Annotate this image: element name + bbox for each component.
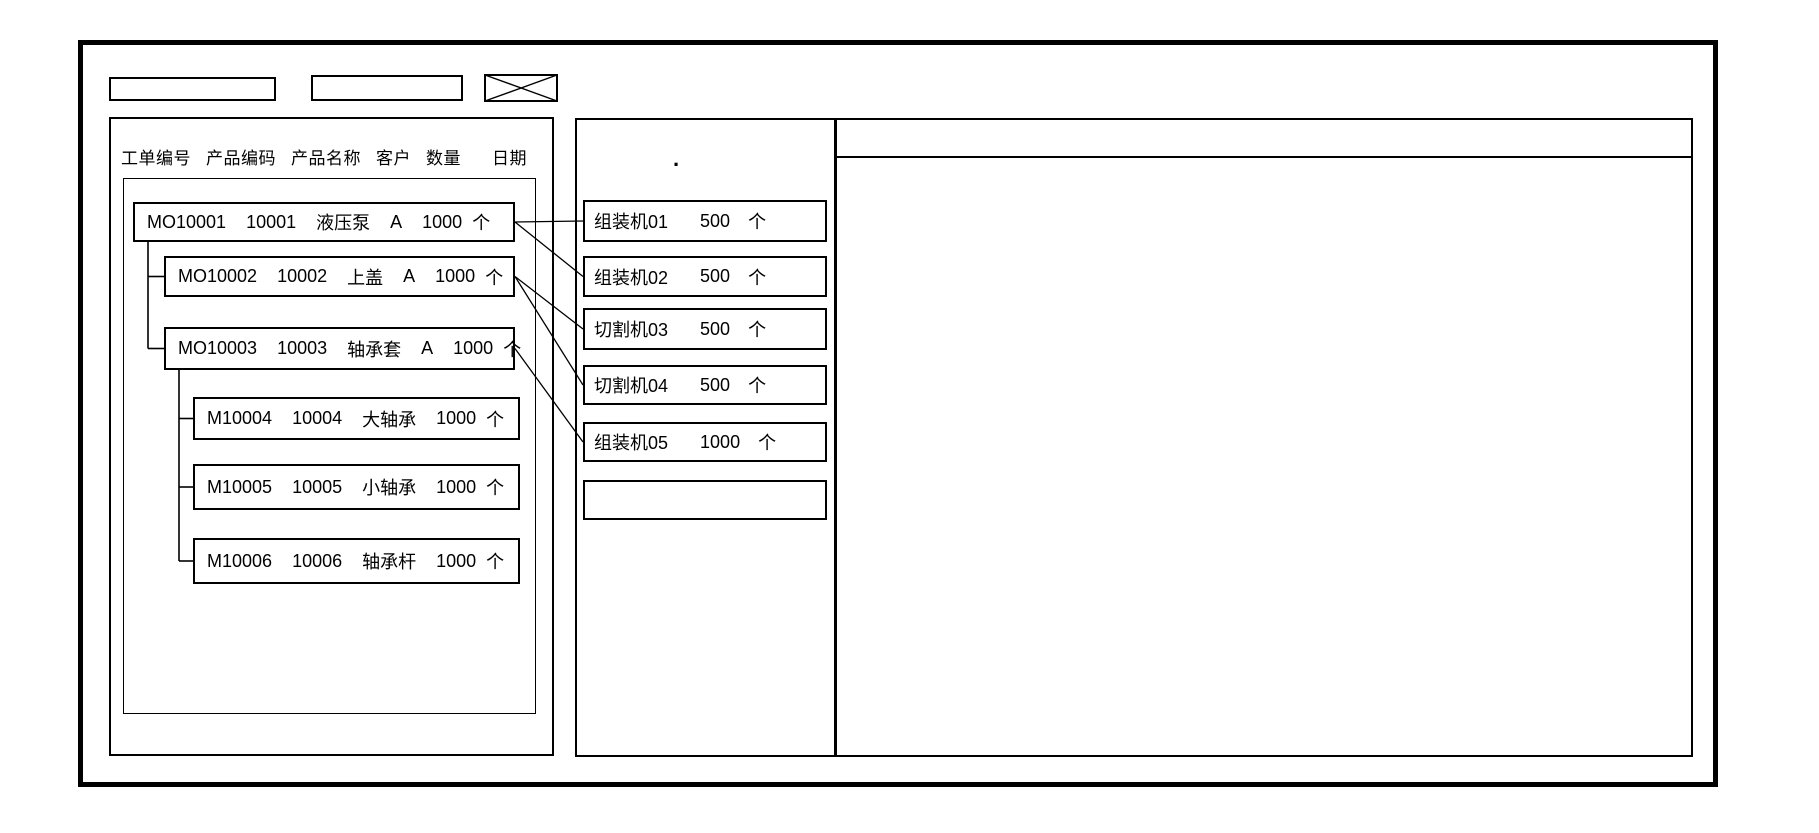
machine-item-empty[interactable]	[583, 480, 827, 520]
order-row[interactable]: M10004 10004 大轴承 1000 个	[193, 397, 520, 440]
order-no: M10004	[207, 408, 273, 428]
order-no: M10005	[207, 476, 273, 497]
column-header-product-code: 产品编码	[206, 149, 276, 168]
unit: 个	[485, 267, 504, 288]
product-name: 大轴承	[362, 409, 417, 430]
column-headers: 工单编号产品编码产品名称客户数量 日期	[121, 144, 542, 169]
machine-unit: 个	[748, 212, 767, 232]
machine-item[interactable]: 切割机03 500 个	[583, 308, 827, 350]
toolbar-input-2[interactable]	[311, 75, 463, 101]
unit: 个	[486, 409, 505, 430]
detail-panel	[835, 118, 1693, 757]
product-code: 10005	[292, 476, 343, 497]
product-name: 小轴承	[362, 478, 417, 498]
machine-item[interactable]: 切割机04 500 个	[583, 365, 827, 405]
product-code: 10002	[277, 266, 328, 286]
product-code: 10003	[277, 338, 328, 358]
product-code: 10006	[292, 550, 343, 571]
machine-unit: 个	[758, 433, 777, 453]
unit: 个	[486, 478, 505, 498]
product-code: 10001	[246, 211, 297, 232]
machine-item[interactable]: 组装机05 1000 个	[583, 422, 827, 462]
machine-qty: 500	[700, 374, 731, 395]
machine-name: 组装机05	[594, 433, 669, 453]
order-row[interactable]: MO10001 10001 液压泵 A 1000 个	[133, 202, 515, 242]
machine-name: 切割机04	[594, 376, 669, 396]
unit: 个	[486, 552, 505, 572]
machine-item[interactable]: 组装机01 500 个	[583, 200, 827, 242]
qty: 1000	[436, 476, 477, 497]
qty: 1000	[422, 211, 463, 232]
product-code: 10004	[292, 408, 343, 428]
order-no: MO10001	[147, 211, 227, 232]
customer: A	[421, 338, 434, 358]
order-row[interactable]: M10006 10006 轴承杆 1000 个	[193, 538, 520, 584]
unit: 个	[503, 339, 522, 360]
product-name: 轴承套	[347, 339, 402, 360]
stray-dot-mark: .	[673, 146, 680, 171]
machine-name: 组装机02	[594, 267, 669, 288]
column-header-customer: 客户	[376, 149, 411, 168]
order-row[interactable]: MO10003 10003 轴承套 A 1000 个	[164, 327, 521, 370]
unit: 个	[472, 213, 491, 233]
column-header-qty: 数量	[426, 149, 461, 168]
order-no: MO10003	[178, 338, 258, 358]
customer: A	[390, 211, 403, 232]
order-no: MO10002	[178, 266, 258, 286]
product-name: 液压泵	[316, 213, 371, 233]
order-row[interactable]: M10005 10005 小轴承 1000 个	[193, 464, 520, 510]
machine-unit: 个	[748, 376, 767, 396]
machine-name: 组装机01	[594, 212, 669, 232]
machine-item[interactable]: 组装机02 500 个	[583, 256, 827, 297]
column-header-order-no: 工单编号	[121, 149, 191, 168]
machine-qty: 500	[700, 266, 731, 286]
image-placeholder-icon[interactable]	[484, 74, 558, 102]
qty: 1000	[453, 338, 494, 358]
toolbar-input-1[interactable]	[109, 77, 276, 101]
column-header-date: 日期	[492, 149, 527, 168]
machine-qty: 1000	[700, 431, 741, 452]
order-row[interactable]: MO10002 10002 上盖 A 1000 个	[164, 256, 515, 297]
product-name: 上盖	[347, 267, 384, 288]
qty: 1000	[436, 550, 477, 571]
qty: 1000	[436, 408, 477, 428]
order-no: M10006	[207, 550, 273, 571]
machine-name: 切割机03	[594, 320, 669, 340]
machine-unit: 个	[748, 267, 767, 288]
machine-unit: 个	[748, 320, 767, 340]
machine-qty: 500	[700, 210, 731, 231]
qty: 1000	[435, 266, 476, 286]
detail-panel-header	[837, 120, 1691, 158]
column-header-product-name: 产品名称	[291, 149, 361, 168]
customer: A	[403, 266, 416, 286]
product-name: 轴承杆	[362, 552, 417, 572]
machine-qty: 500	[700, 318, 731, 339]
